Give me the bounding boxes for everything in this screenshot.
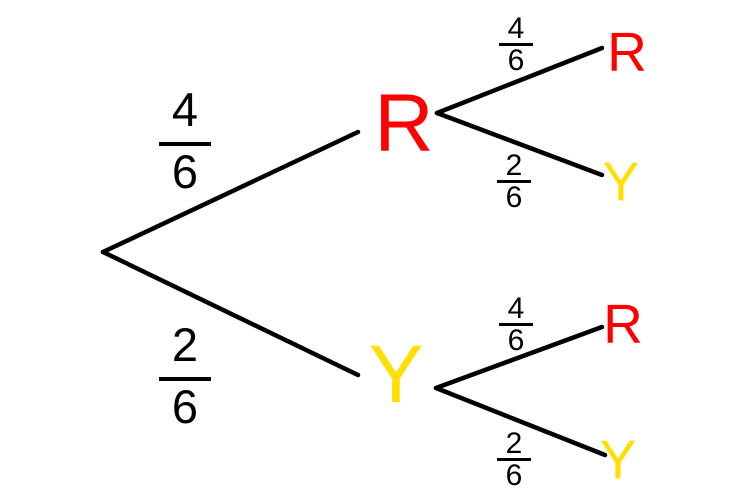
fraction-bar (499, 322, 533, 326)
fraction-numerator: 2 (171, 318, 199, 371)
node-outcome-red-red: R (607, 20, 647, 83)
fraction-bar (159, 376, 211, 381)
fraction-denominator: 6 (505, 458, 523, 492)
fraction-numerator: 2 (505, 149, 523, 182)
fraction-numerator: 4 (507, 12, 525, 45)
probability-fraction-red-to-red: 4 6 (498, 12, 534, 77)
node-outcome-yellow-red: R (603, 292, 643, 355)
node-outcome-yellow-yellow: Y (599, 428, 637, 491)
fraction-bar (497, 179, 531, 183)
fraction-bar (499, 42, 533, 46)
probability-fraction-red-to-yellow: 2 6 (496, 149, 532, 214)
node-first-draw-red: R (374, 78, 434, 169)
fraction-denominator: 6 (505, 180, 523, 214)
node-first-draw-yellow: Y (368, 329, 424, 420)
fraction-numerator: 4 (171, 83, 199, 136)
fraction-denominator: 6 (507, 43, 525, 77)
fraction-bar (497, 457, 531, 461)
branch-red-to-yellow (434, 110, 605, 178)
node-outcome-red-yellow: Y (602, 150, 640, 213)
fraction-denominator: 6 (171, 144, 199, 198)
fraction-denominator: 6 (507, 323, 525, 357)
probability-fraction-root-to-yellow: 2 6 (157, 318, 213, 433)
branch-red-to-red (434, 45, 605, 116)
branch-yellow-to-yellow (433, 385, 608, 458)
fraction-numerator: 2 (505, 427, 523, 460)
branch-root-to-yellow (100, 249, 361, 378)
probability-fraction-root-to-red: 4 6 (157, 83, 213, 198)
fraction-denominator: 6 (171, 379, 199, 433)
branch-root-to-red (100, 129, 361, 255)
probability-fraction-yellow-to-yellow: 2 6 (496, 427, 532, 492)
fraction-bar (159, 141, 211, 146)
probability-fraction-yellow-to-red: 4 6 (498, 292, 534, 357)
fraction-numerator: 4 (507, 292, 525, 325)
branch-yellow-to-red (433, 324, 605, 391)
